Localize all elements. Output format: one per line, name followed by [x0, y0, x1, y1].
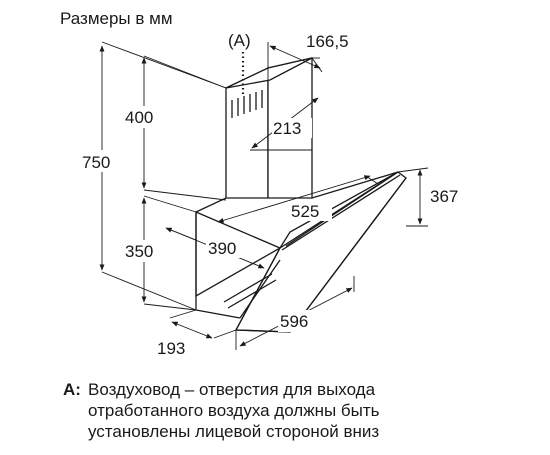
- note-key: A:: [63, 380, 81, 399]
- dim-350-label: 350: [125, 242, 153, 261]
- dim-glass-height: [397, 167, 429, 227]
- note-line-2: отработанного воздуха должны быть: [88, 401, 380, 420]
- dim-166-5-label: 166,5: [306, 32, 349, 51]
- dim-193-label: 193: [157, 339, 185, 358]
- dim-depth-193: [169, 309, 237, 339]
- dim-525-label: 525: [291, 202, 319, 221]
- dim-390-label: 390: [208, 239, 236, 258]
- dim-596-label: 596: [280, 312, 308, 331]
- note-line-3: установлены лицевой стороной вниз: [88, 422, 379, 441]
- dim-367-label: 367: [430, 187, 458, 206]
- note-line-1: Воздуховод – отверстия для выхода: [88, 380, 376, 399]
- dim-750-label: 750: [82, 153, 110, 172]
- dim-213-label: 213: [273, 119, 301, 138]
- hood-outline: [195, 52, 407, 333]
- duct-marker-label: (A): [228, 31, 251, 50]
- diagram-title: Размеры в мм: [60, 9, 173, 28]
- dim-glass-width: [217, 175, 379, 223]
- dim-chimney-width: [267, 42, 323, 73]
- dim-400-label: 400: [125, 108, 153, 127]
- chimney-left-face: [225, 66, 269, 211]
